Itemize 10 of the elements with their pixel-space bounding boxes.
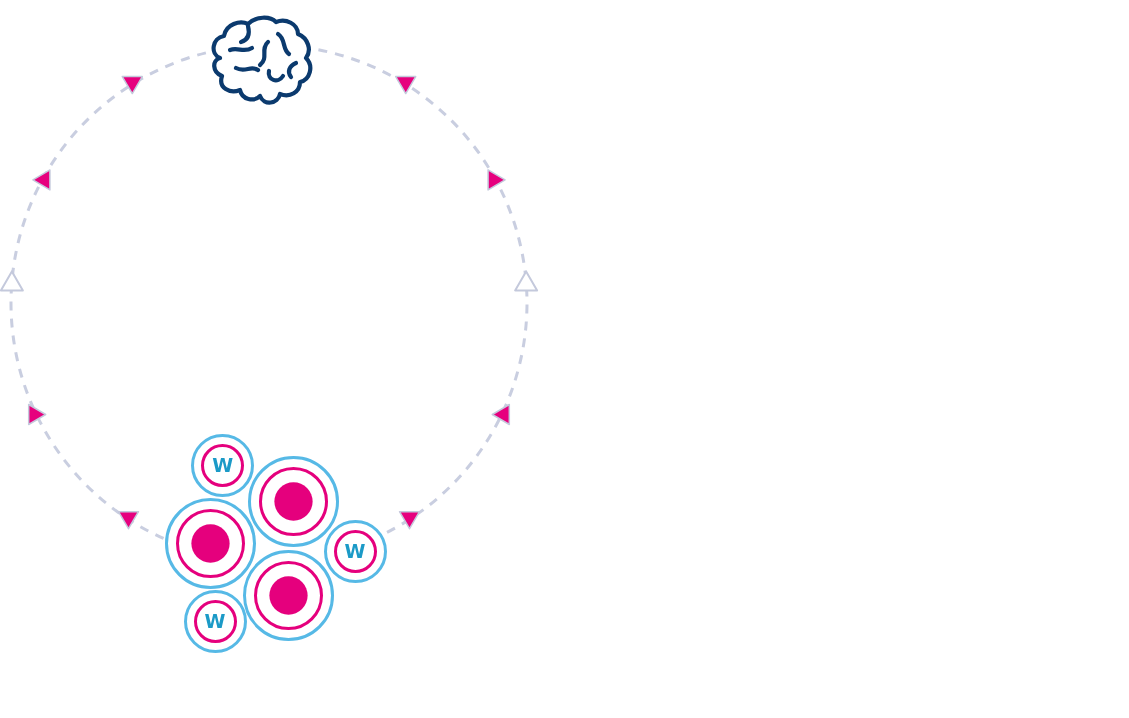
cell-circle <box>191 433 255 497</box>
cell-circle <box>247 456 339 548</box>
ring-label: W <box>333 530 377 574</box>
dashed-arrow <box>9 51 207 540</box>
ring-label: W <box>193 599 237 643</box>
cell-circle <box>183 589 247 653</box>
ring-label: W <box>201 443 245 487</box>
cell-circle <box>242 549 334 641</box>
cell-circle <box>323 520 387 584</box>
cell-circle <box>164 497 256 589</box>
